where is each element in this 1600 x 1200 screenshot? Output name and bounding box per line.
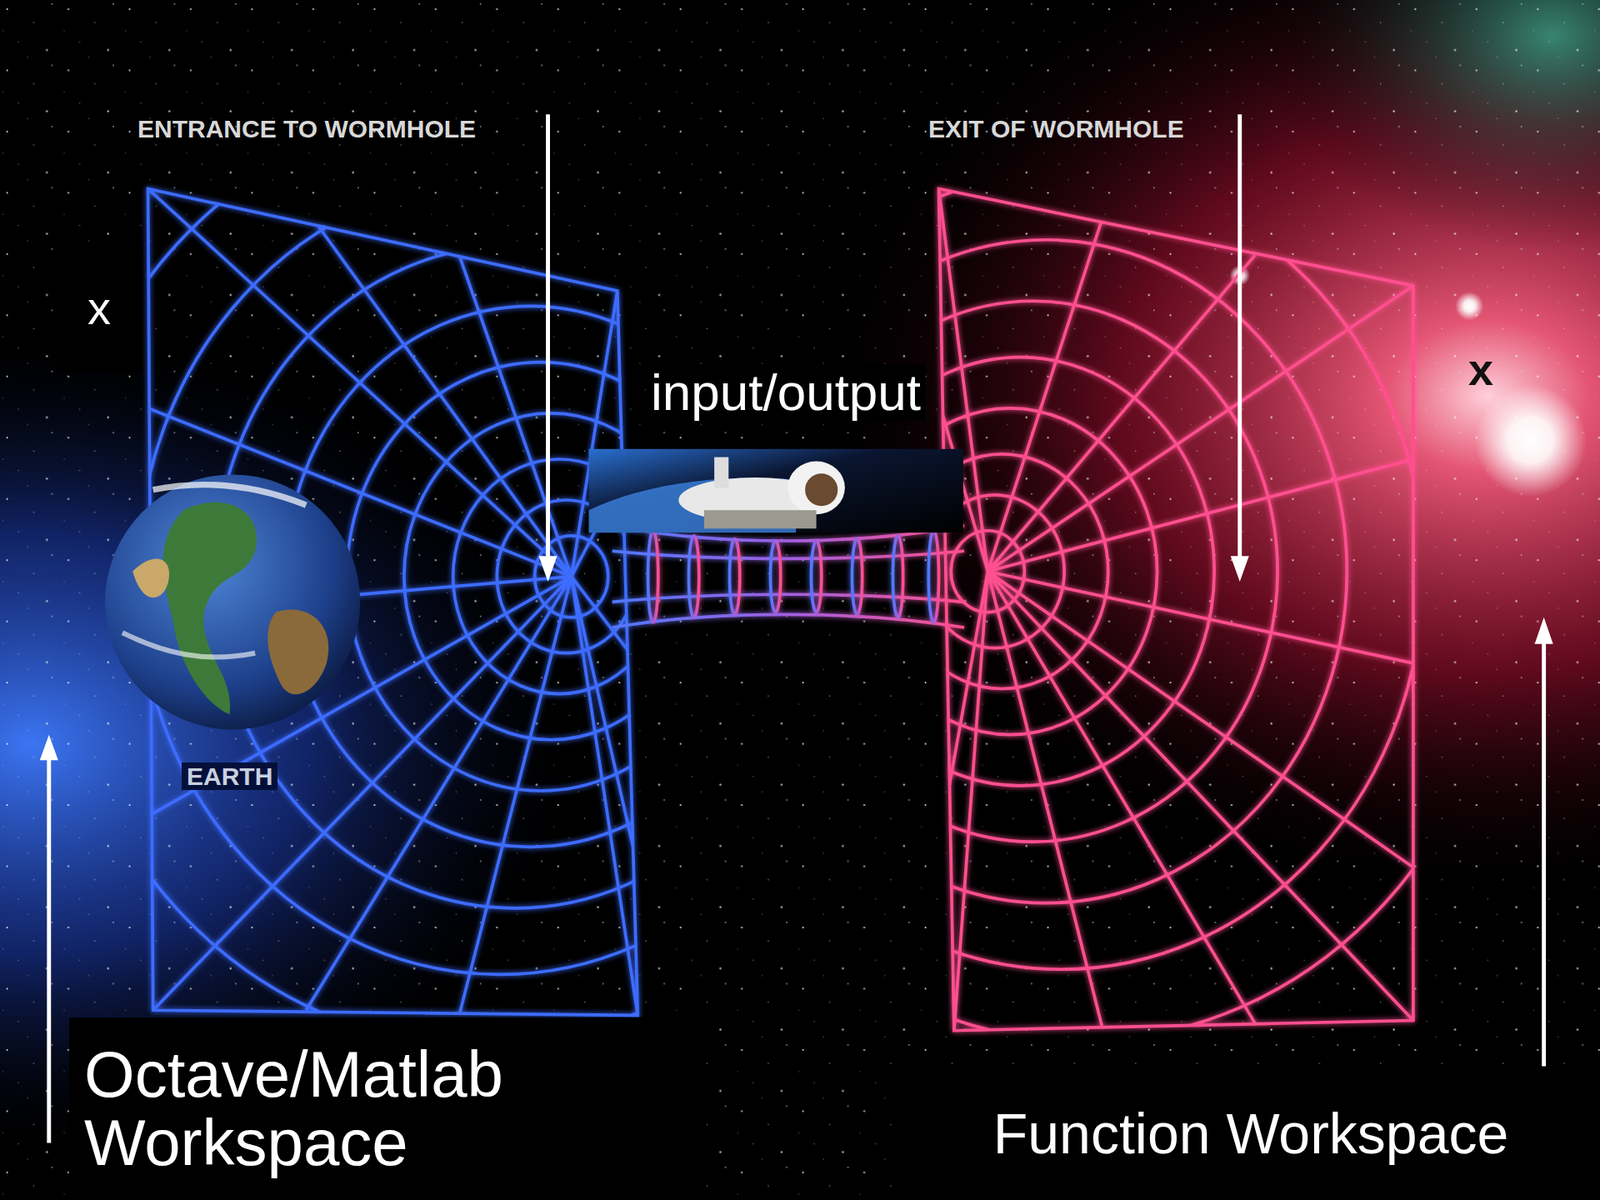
box-text: x [87, 284, 111, 334]
earth-globe [105, 474, 360, 730]
wormhole-entrance-grid [50, 107, 909, 1047]
workspace-box: Octave/Matlab Workspace [69, 1017, 706, 1200]
variable-label: x [1468, 345, 1494, 395]
workspace-box: Function Workspace [901, 1068, 1600, 1200]
io-label: input/output [645, 364, 926, 421]
box-text: Octave/Matlab Workspace [84, 1040, 691, 1178]
wormhole-exit-grid [653, 101, 1511, 1041]
variable-box: x [55, 245, 143, 373]
box-text: Function Workspace [993, 1104, 1510, 1164]
planet-label: EARTH [181, 762, 278, 790]
pointer-arrows [40, 114, 1554, 1143]
wormhole-tunnel [612, 525, 965, 628]
astronaut-photo [589, 449, 964, 533]
callout-label: EXIT OF WORMHOLE [928, 115, 1185, 143]
callout-label: ENTRANCE TO WORMHOLE [137, 115, 476, 143]
